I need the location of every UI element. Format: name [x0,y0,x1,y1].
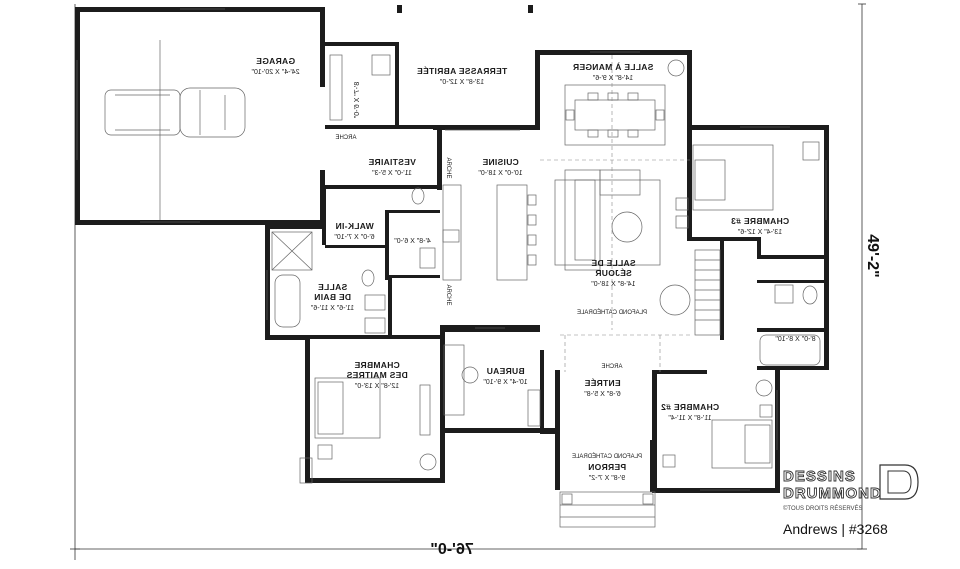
label-bain2: 8'-0" X 8'-10" [775,336,816,343]
sejour-ceiling: PLAFOND CATHÉDRALE [577,309,647,316]
label-cuisine: CUISINE 10'-0" X 18'-0" [478,157,523,177]
arche-cuisine-top: ARCHE [445,157,451,178]
wc-dims: 4'-8" X 6'-0" [394,238,431,245]
arche-cuisine-bottom: ARCHE [445,284,451,305]
overall-depth: 49'-2" [864,234,881,277]
label-chambre2: CHAMBRE #2 11'-8" X 11'-4" [661,402,719,422]
label-perron: PLAFOND CATHÉDRALE PERRON 9'-8" X 7'-2" [572,453,642,482]
vestiaire-dims: 11'-0" X 5'-3" [372,170,412,177]
salle-sejour-name2: SÉJOUR [595,268,632,278]
overall-width: 76'-0" [430,541,473,558]
arche-entree: ARCHE [601,364,622,370]
chambre2-dims: 11'-8" X 11'-4" [668,415,712,422]
salle-manger-dims: 14'-8" X 9'-6" [592,75,633,82]
chambre-maitres-name: CHAMBRE [354,360,400,370]
salle-bain-name: SALLE [318,282,347,292]
brand-logo: DESSINS DRUMMOND ©TOUS DROITS RÉSERVÉS A… [783,464,919,537]
brand-line2: DRUMMOND [783,485,882,502]
desk-bureau [443,344,541,427]
walkin-name: WALK-IN [335,221,373,231]
vestiaire-name: VESTIAIRE [368,157,416,167]
label-rangement: 8'-7" X 6'-0" [354,82,361,119]
salle-sejour-dims: 14'-8" X 18'-0" [591,281,636,288]
perron-ceiling: PLAFOND CATHÉDRALE [572,453,642,460]
perron-name: PERRON [588,462,626,472]
bed-chambre2 [662,404,773,469]
overall-width-label: 76'-0" [430,541,473,558]
salle-bain-name2: DE BAIN [314,292,351,302]
living-sofa [554,169,661,271]
dining-table [564,84,666,146]
brand-caption: Andrews | #3268 [783,521,888,537]
chambre-maitres-dims: 12'-8" X 13'-0" [354,383,399,390]
bureau-name: BUREAU [486,366,524,376]
entree-name: ENTRÉE [584,378,620,388]
walkin-dims: 6'-0" X 7'-10" [334,234,375,241]
label-salle-sejour: SALLE DE SÉJOUR 14'-8" X 18'-0" [591,258,636,288]
cuisine-dims: 10'-0" X 18'-0" [478,170,523,177]
chambre3-name: CHAMBRE #3 [731,216,789,226]
label-chambre-maitres: CHAMBRE DES MAITRES 12'-8" X 13'-0" [346,360,407,390]
truck-icon [104,40,246,220]
bed-master [314,377,431,460]
stairs [659,249,721,336]
overall-depth-label: 49'-2" [864,234,881,277]
chambre2-name: CHAMBRE #2 [661,402,719,412]
chambre-maitres-name2: DES MAITRES [346,370,407,380]
bureau-dims: 10'-4" X 9'-10" [483,379,528,386]
kitchen-island [442,184,537,281]
label-arche-entree: ARCHE [601,364,622,370]
garage-dims: 24'-4" X 20'-10" [251,69,300,76]
label-vestiaire: VESTIAIRE 11'-0" X 5'-3" [368,157,416,177]
label-salle-manger: SALLE À MANGER 14'-8" X 9'-6" [573,62,654,82]
brand-rights: ©TOUS DROITS RÉSERVÉS [783,505,863,512]
walls [75,5,829,493]
bed-chambre3 [675,141,820,229]
garage-name: GARAGE [256,56,295,66]
label-salle-bain: SALLE DE BAIN 11'-6" X 11'-6" [310,282,354,312]
bain2-dims: 8'-0" X 8'-10" [775,336,816,343]
label-wc: 4'-8" X 6'-0" [394,238,431,245]
terrasse-name: TERRASSE ABRITÉE [417,66,507,76]
label-walkin: WALK-IN 6'-0" X 7'-10" [334,221,375,241]
room-labels: GARAGE 24'-4" X 20'-10" TERRASSE ABRITÉE… [251,56,816,482]
plant-icon [419,59,773,471]
cuisine-name: CUISINE [482,157,519,167]
label-plafond-sejour: PLAFOND CATHÉDRALE [577,309,647,316]
label-garage: GARAGE 24'-4" X 20'-10" [251,56,300,76]
entree-dims: 6'-8" X 5'-8" [584,391,621,398]
dimension-lines [70,3,867,560]
salle-bain-dims: 11'-6" X 11'-6" [310,305,354,312]
label-terrasse: TERRASSE ABRITÉE 13'-8" X 12'-0" [417,66,507,86]
rangement-dims: 8'-7" X 6'-0" [354,82,361,119]
salle-sejour-name: SALLE DE [591,258,635,268]
perron-steps [299,457,656,528]
dashed-lines [540,55,690,372]
windows [76,8,827,491]
label-arche-vestiaire: ARCHE [335,135,356,141]
terrasse-dims: 13'-8" X 12'-0" [439,79,484,86]
bath-fixtures [271,54,821,366]
arche-vestiaire: ARCHE [335,135,356,141]
brand-line1: DESSINS [783,468,856,485]
chambre3-dims: 13'-4" X 12'-6" [737,229,782,236]
label-entree: ENTRÉE 6'-8" X 5'-8" [584,378,621,398]
perron-dims: 9'-8" X 7'-2" [588,475,625,482]
label-bureau: BUREAU 10'-4" X 9'-10" [483,366,528,386]
salle-manger-name: SALLE À MANGER [573,62,654,72]
label-chambre3: CHAMBRE #3 13'-4" X 12'-6" [731,216,789,236]
